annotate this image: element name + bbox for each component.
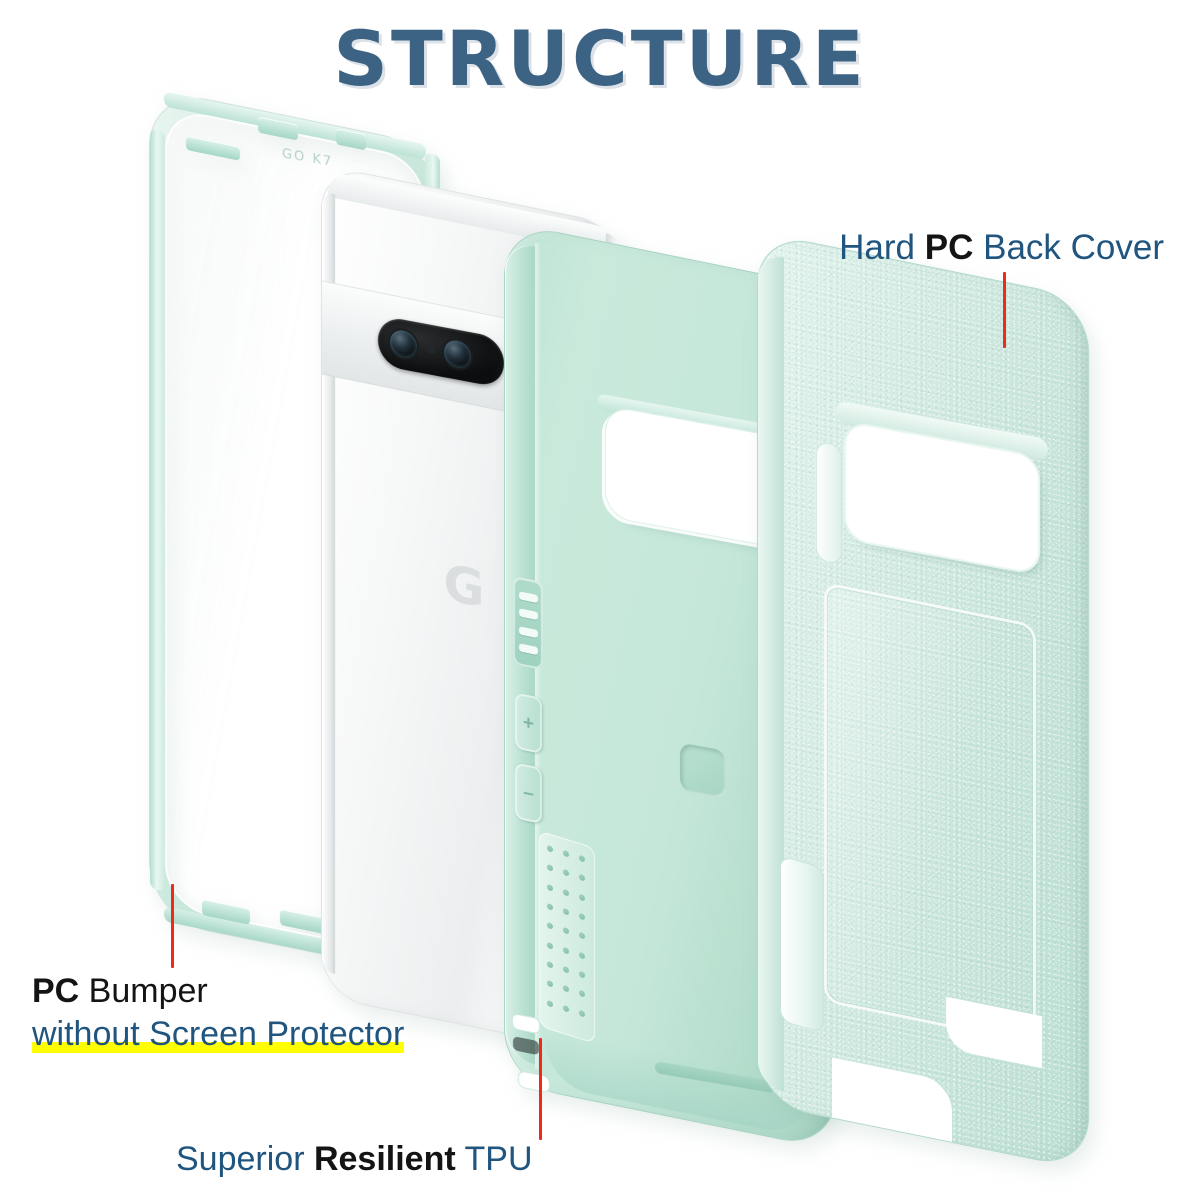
label-hard-pc-back-cover: Hard PC Back Cover	[839, 228, 1164, 268]
volume-up-button[interactable]: +	[515, 692, 542, 754]
leader-line-tpu	[539, 1038, 542, 1140]
camera-lens-icon	[444, 338, 471, 371]
label-bumper-part-1: PC	[32, 972, 80, 1010]
camera-lens-icon	[390, 328, 417, 361]
tpu-slot-grille	[513, 576, 543, 671]
grille-slot	[518, 608, 538, 621]
label-tpu-part-2: Resilient	[313, 1140, 456, 1178]
camera-sensor-dot	[428, 346, 435, 355]
bumper-rail-left	[150, 128, 165, 892]
label-tpu-part-1: Superior	[176, 1140, 314, 1178]
label-back-cover-part-3: Back Cover	[973, 228, 1164, 267]
tpu-perforation-dots	[547, 844, 587, 1025]
page-title-text: STRUCTURE	[330, 11, 868, 107]
pc-back-cover-part	[758, 232, 1088, 1170]
leader-line-back-cover	[1003, 272, 1006, 348]
label-bumper-line-1: PC Bumper	[32, 972, 404, 1011]
tpu-logo-cutout	[680, 742, 726, 799]
label-bumper-line-2: without Screen Protector	[32, 1014, 405, 1054]
label-tpu-part-3: TPU	[455, 1140, 533, 1178]
minus-icon: –	[523, 781, 534, 805]
grille-slot	[518, 591, 538, 604]
grille-slot	[518, 642, 538, 655]
google-g-logo: G	[443, 553, 485, 620]
label-bumper-highlighted-text: without Screen Protector	[32, 1014, 405, 1053]
leader-line-bumper	[171, 884, 174, 968]
label-bumper-part-2: Bumper	[79, 972, 208, 1010]
volume-down-button[interactable]: –	[515, 762, 542, 824]
cover-side-slot	[816, 440, 842, 566]
label-back-cover-part-1: Hard	[839, 228, 925, 267]
grille-slot	[518, 625, 538, 638]
cover-inset-panel	[824, 581, 1036, 1045]
label-superior-resilient-tpu: Superior Resilient TPU	[176, 1140, 533, 1179]
label-back-cover-part-2: PC	[924, 228, 974, 267]
plus-icon: +	[522, 711, 535, 735]
page-title: STRUCTURE	[0, 11, 1200, 107]
label-pc-bumper: PC Bumper without Screen Protector	[32, 972, 405, 1054]
cover-side-tab	[780, 854, 824, 1034]
